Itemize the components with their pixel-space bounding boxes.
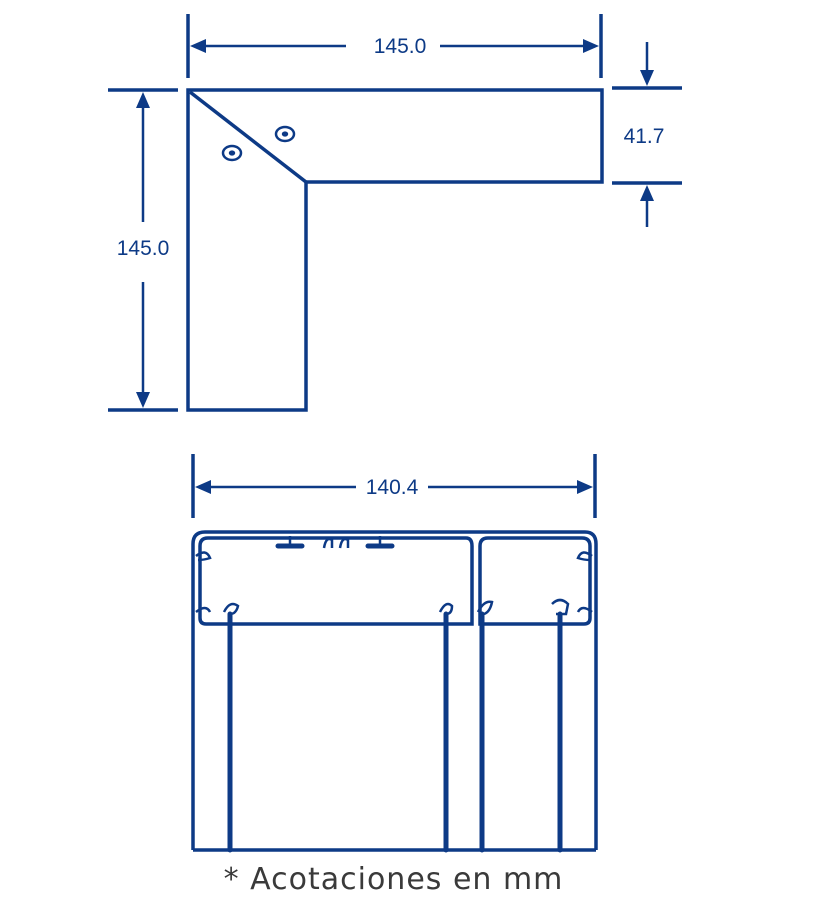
arrowhead — [136, 392, 150, 408]
screw-hole — [221, 144, 243, 162]
t-clip — [365, 536, 395, 549]
arrowhead — [190, 39, 206, 53]
clip-detail — [551, 598, 570, 616]
section-outer-profile — [191, 530, 598, 850]
miter-line — [188, 90, 308, 184]
arrowhead — [195, 480, 211, 494]
t-clip — [275, 536, 305, 549]
arrowhead — [136, 92, 150, 108]
section-view — [191, 530, 598, 853]
screw-hole — [274, 125, 296, 143]
cover-left — [198, 536, 474, 626]
side-clip — [195, 606, 212, 613]
arrowhead — [640, 185, 654, 201]
dimension-label: 145.0 — [374, 35, 427, 58]
dimension-top-height: 145.0 — [108, 88, 178, 412]
dimension-label: 41.7 — [624, 125, 665, 148]
cover-right — [478, 536, 592, 626]
dimension-section-width: 140.4 — [191, 454, 597, 518]
side-clip — [576, 551, 593, 562]
clip-detail — [222, 602, 240, 616]
dimension-label: 140.4 — [366, 476, 419, 499]
dimension-label: 145.0 — [117, 237, 170, 260]
side-clip — [195, 551, 212, 562]
arrowhead — [583, 39, 599, 53]
center-clip — [322, 537, 350, 549]
clip-detail — [476, 600, 494, 616]
arrowhead — [640, 70, 654, 86]
dimension-arm-width: 41.7 — [612, 42, 682, 227]
arrowhead — [577, 480, 593, 494]
side-clip — [576, 606, 593, 613]
top-view — [186, 88, 604, 412]
dimension-top-width: 145.0 — [186, 14, 603, 78]
units-footnote: * Acotaciones en mm — [223, 862, 564, 897]
clip-detail — [438, 602, 454, 616]
